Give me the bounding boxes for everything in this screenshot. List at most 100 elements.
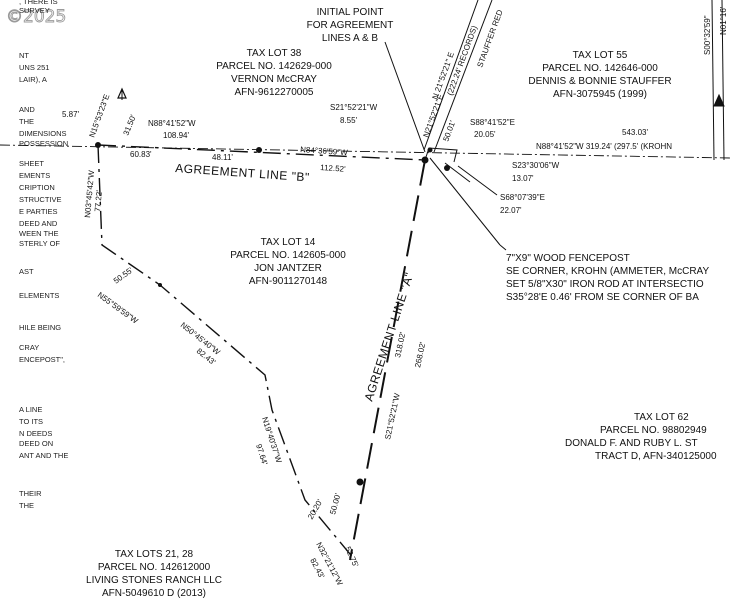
left-note-fragment: DEED ON	[19, 439, 53, 448]
left-note-fragment: CRIPTION	[19, 183, 55, 192]
left-note-fragment: E PARTIES	[19, 207, 58, 216]
svg-text:DONALD F. AND RUBY L. ST: DONALD F. AND RUBY L. ST	[565, 438, 698, 449]
copyright-watermark: ©2025	[6, 7, 66, 27]
leader-fencepost	[429, 157, 501, 246]
svg-text:VERNON McCRAY: VERNON McCRAY	[231, 74, 317, 85]
svg-text:N88°41'52"W 319.24' (297.5' (K: N88°41'52"W 319.24' (297.5' (KROHN	[536, 142, 672, 151]
svg-text:50.55': 50.55'	[112, 265, 135, 285]
svg-text:S21°52'21"W: S21°52'21"W	[330, 103, 378, 112]
svg-text:543.03': 543.03'	[622, 128, 648, 137]
svg-text:FOR AGREEMENT: FOR AGREEMENT	[307, 20, 394, 31]
left-note-fragment: TO ITS	[19, 417, 43, 426]
left-note-fragment: , THERE IS	[19, 0, 58, 6]
svg-text:LIVING STONES RANCH LLC: LIVING STONES RANCH LLC	[86, 575, 222, 586]
svg-text:S88°41'52"E: S88°41'52"E	[470, 118, 515, 127]
east-boundary-line-2	[721, 0, 725, 161]
svg-text:S35°28'E 0.46' FROM SE CORNER: S35°28'E 0.46' FROM SE CORNER OF BA	[506, 292, 699, 303]
left-note-fragment: THEIR	[19, 489, 42, 498]
left-note-fragment: ENCEPOST",	[19, 355, 65, 364]
north-arrow-left-icon	[117, 87, 127, 100]
stauffer-road-line-2	[433, 0, 493, 153]
left-note-fragment: THE	[19, 501, 34, 510]
svg-text:TAX LOTS 21, 28: TAX LOTS 21, 28	[115, 549, 194, 560]
left-note-fragment: STERLY OF	[19, 239, 60, 248]
svg-text:N15°53'23"E: N15°53'23"E	[87, 93, 111, 139]
tax-lot-62-label: TAX LOT 62 PARCEL NO. 98802949 DONALD F.…	[565, 412, 717, 462]
tax-lots-21-28-label: TAX LOTS 21, 28 PARCEL NO. 142612000 LIV…	[86, 549, 222, 599]
svg-text:20.05': 20.05'	[474, 130, 496, 139]
north-boundary-line	[0, 144, 730, 159]
svg-text:SE CORNER, KROHN (AMMETER, McC: SE CORNER, KROHN (AMMETER, McCRAY	[506, 266, 709, 277]
left-note-fragment: A LINE	[19, 405, 42, 414]
left-note-fragment: DEED AND	[19, 219, 58, 228]
svg-text:8.55': 8.55'	[340, 116, 358, 125]
left-note-fragment: THE	[19, 117, 34, 126]
left-note-fragment: UNS 251	[19, 63, 49, 72]
svg-text:7"X9" WOOD FENCEPOST: 7"X9" WOOD FENCEPOST	[506, 253, 630, 264]
svg-text:TRACT D, AFN-340125000: TRACT D, AFN-340125000	[595, 451, 717, 462]
left-note-fragment: WEEN THE	[19, 229, 58, 238]
svg-text:N03°45'42"W: N03°45'42"W	[83, 170, 96, 219]
svg-text:STAUFFER RED: STAUFFER RED	[475, 8, 504, 68]
north-arrow-right-icon	[713, 93, 725, 107]
svg-text:13.07': 13.07'	[512, 174, 534, 183]
agreement-line-b	[97, 144, 426, 161]
svg-text:N84°36'59"W: N84°36'59"W	[300, 145, 349, 157]
monument-points	[95, 142, 450, 486]
svg-text:108.94': 108.94'	[163, 131, 189, 140]
left-note-fragment: AST	[19, 267, 34, 276]
svg-text:AFN-9011270148: AFN-9011270148	[249, 276, 328, 287]
svg-text:60.83': 60.83'	[130, 150, 152, 159]
left-note-fragment: DIMENSIONS	[19, 129, 67, 138]
svg-text:48.11': 48.11'	[212, 153, 233, 162]
tax-lot-14-label: TAX LOT 14 PARCEL NO. 142605-000 JON JAN…	[230, 237, 346, 287]
left-note-fragment: POSSESSION	[19, 139, 68, 148]
svg-text:S23°30'06"W: S23°30'06"W	[512, 161, 560, 170]
left-note-fragment: SURVEY	[19, 6, 50, 15]
left-note-fragment: ANT AND THE	[19, 451, 68, 460]
agreement-line-a	[349, 159, 426, 561]
svg-text:SET 5/8"X30" IRON ROD AT INTER: SET 5/8"X30" IRON ROD AT INTERSECTIO	[506, 279, 704, 290]
left-note-fragment: HILE BEING	[19, 323, 61, 332]
left-note-fragment: SHEET	[19, 159, 44, 168]
left-note-fragment: AND	[19, 105, 35, 114]
stauffer-road-line-1	[423, 0, 479, 151]
left-note-fragment: N DEEDS	[19, 429, 52, 438]
svg-text:PARCEL NO. 142629-000: PARCEL NO. 142629-000	[216, 61, 332, 72]
left-note-fragment: LAIR), A	[19, 75, 47, 84]
svg-text:INITIAL POINT: INITIAL POINT	[317, 7, 384, 18]
svg-text:DENNIS & BONNIE STAUFFER: DENNIS & BONNIE STAUFFER	[528, 76, 671, 87]
svg-text:TAX LOT 62: TAX LOT 62	[634, 412, 689, 423]
svg-text:PARCEL NO. 142646-000: PARCEL NO. 142646-000	[542, 63, 658, 74]
fencepost-note: 7"X9" WOOD FENCEPOST SE CORNER, KROHN (A…	[506, 253, 709, 303]
svg-text:52.75': 52.75'	[343, 545, 360, 569]
left-note-fragment: STRUCTIVE	[19, 195, 62, 204]
svg-text:22.07': 22.07'	[500, 206, 522, 215]
svg-text:97.64': 97.64'	[254, 443, 269, 467]
left-note-fragment: ELEMENTS	[19, 291, 59, 300]
svg-text:N01°16': N01°16'	[719, 6, 728, 35]
svg-text:N55°59'59"W: N55°59'59"W	[96, 290, 140, 326]
west-boundary-line	[97, 144, 356, 561]
svg-text:TAX LOT 55: TAX LOT 55	[573, 50, 628, 61]
tax-lot-55-label: TAX LOT 55 PARCEL NO. 142646-000 DENNIS …	[528, 50, 671, 100]
agreement-line-b-label: AGREEMENT LINE "B"	[175, 161, 310, 184]
svg-text:5.87': 5.87'	[62, 110, 80, 119]
svg-text:77.22': 77.22'	[93, 189, 104, 212]
svg-text:AFN-3075945 (1999): AFN-3075945 (1999)	[553, 89, 647, 100]
svg-text:LINES A & B: LINES A & B	[322, 33, 378, 44]
svg-text:S00°32'59": S00°32'59"	[703, 15, 712, 55]
leader-initial-point	[384, 41, 426, 153]
svg-text:112.52': 112.52'	[320, 163, 346, 174]
svg-text:PARCEL NO. 98802949: PARCEL NO. 98802949	[600, 425, 707, 436]
svg-text:S68°07'39"E: S68°07'39"E	[500, 193, 545, 202]
svg-text:268.02': 268.02'	[413, 341, 427, 369]
initial-point-box	[424, 147, 458, 163]
svg-text:PARCEL NO. 142605-000: PARCEL NO. 142605-000	[230, 250, 346, 261]
svg-text:S21°52'21"W: S21°52'21"W	[383, 392, 402, 440]
tax-lot-38-label: TAX LOT 38 PARCEL NO. 142629-000 VERNON …	[216, 48, 332, 98]
svg-text:AFN-9612270005: AFN-9612270005	[235, 87, 314, 98]
svg-text:JON JANTZER: JON JANTZER	[254, 263, 322, 274]
svg-text:N88°41'52"W: N88°41'52"W	[148, 119, 196, 128]
